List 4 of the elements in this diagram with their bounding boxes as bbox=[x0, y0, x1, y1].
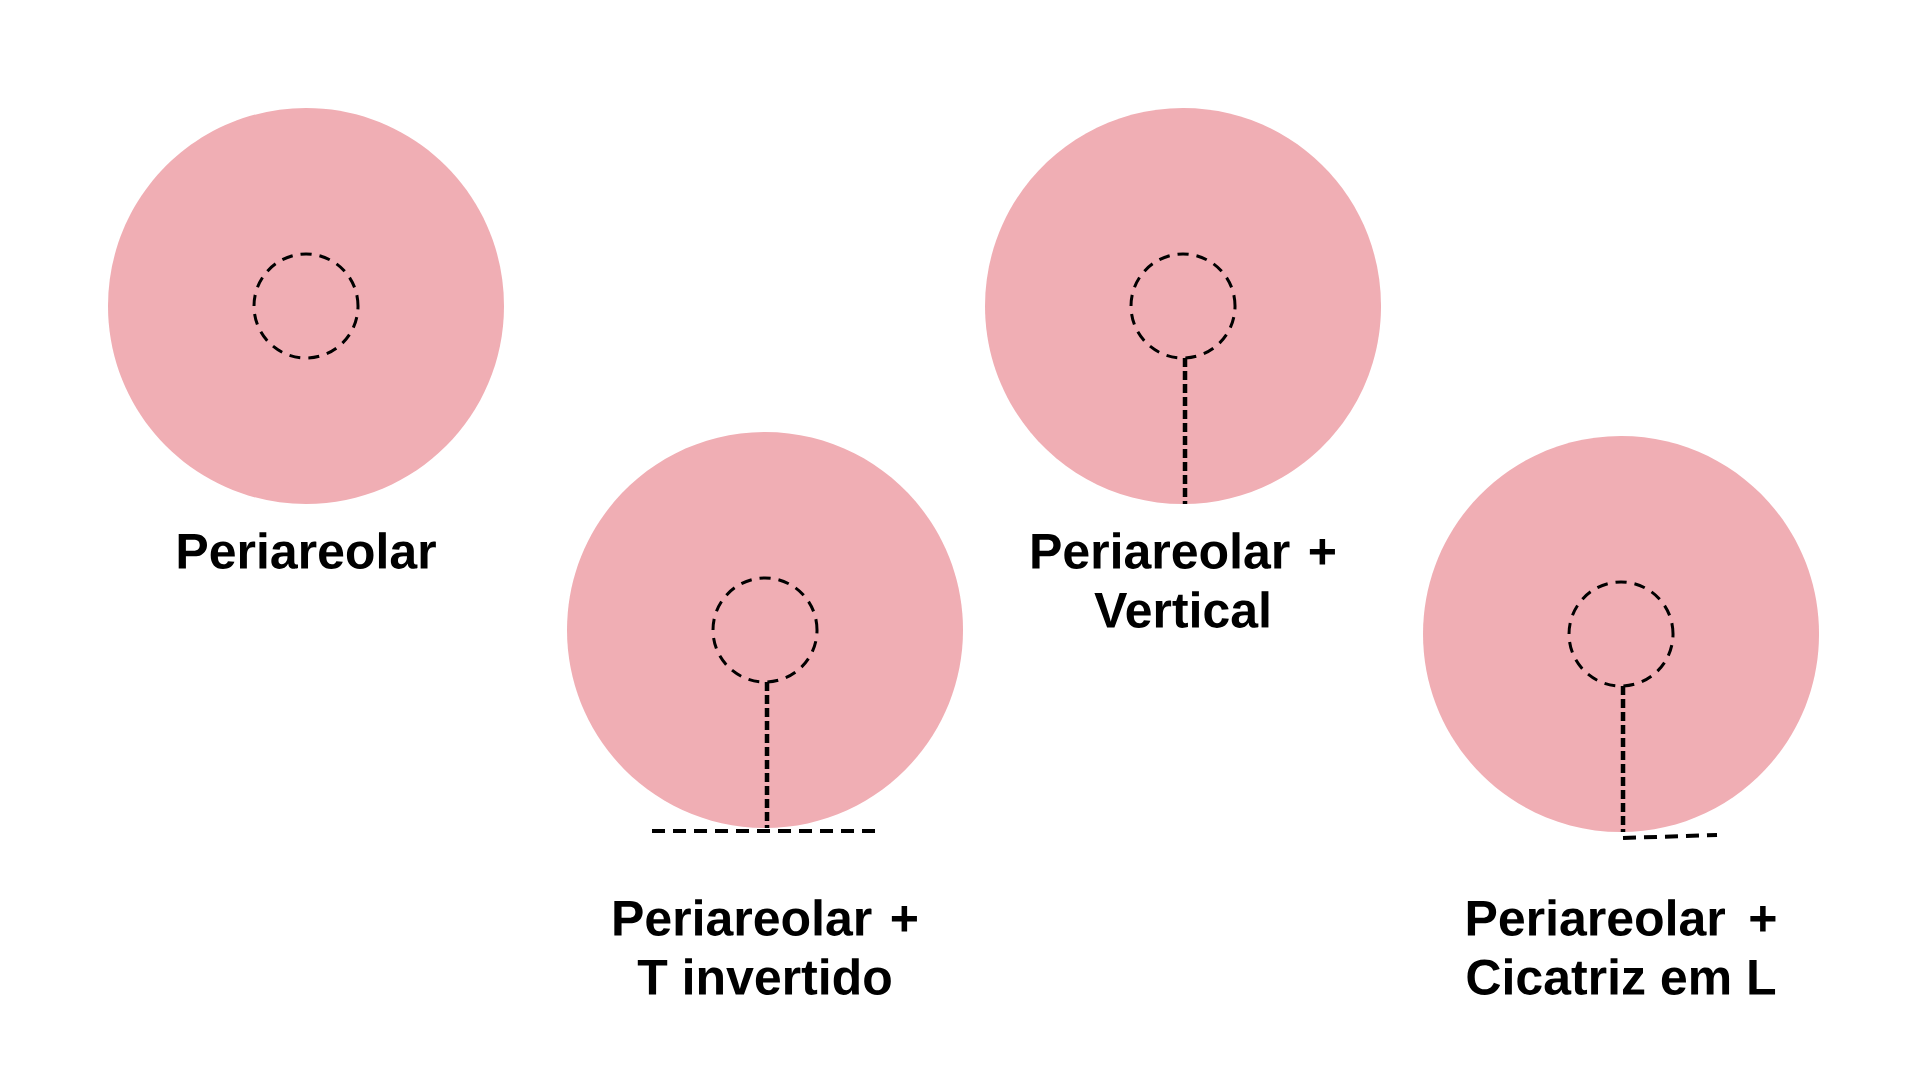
node-label: Periareolar bbox=[178, 532, 436, 569]
node-label: Periareolar + Cicatriz em L bbox=[1467, 899, 1776, 995]
node-label: Periareolar + Vertical bbox=[1032, 532, 1335, 628]
node-label: Periareolar + T invertido bbox=[614, 899, 917, 995]
